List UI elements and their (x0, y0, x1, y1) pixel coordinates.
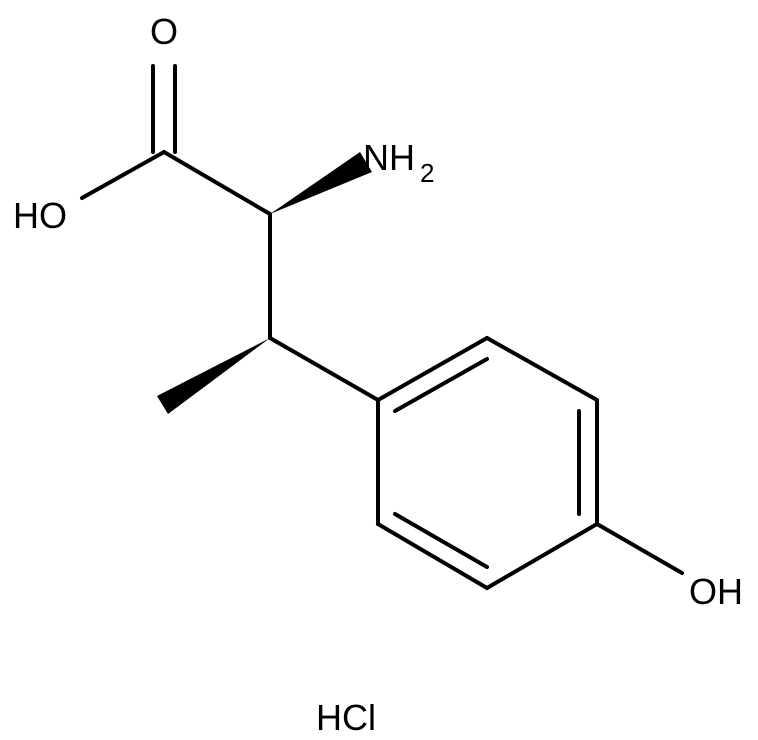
bond-c-calpha (162, 150, 272, 216)
ring-bond-1-inner (393, 357, 489, 413)
wedge-bond-methyl (157, 338, 270, 414)
wedge-bond-amine (270, 152, 372, 214)
ring-bond-2 (485, 336, 599, 402)
atom-label-carbonyl-o: O (150, 11, 178, 52)
atom-label-acid-hydroxyl: HO (13, 195, 67, 236)
salt-label: HCl (316, 697, 376, 738)
ring-bond-5 (376, 522, 489, 590)
ring-bond-1 (376, 336, 489, 402)
ring-bond-4 (485, 522, 599, 590)
bond-ring-oh (595, 522, 684, 575)
ring-bond-5-inner (393, 512, 489, 569)
atom-label-amine-subscript: 2 (420, 158, 434, 188)
bond-cbeta-ring (268, 336, 380, 402)
atom-label-amine: NH (363, 137, 415, 178)
atom-label-phenol-hydroxyl: OH (689, 571, 743, 612)
bond-c-oh (80, 150, 166, 200)
